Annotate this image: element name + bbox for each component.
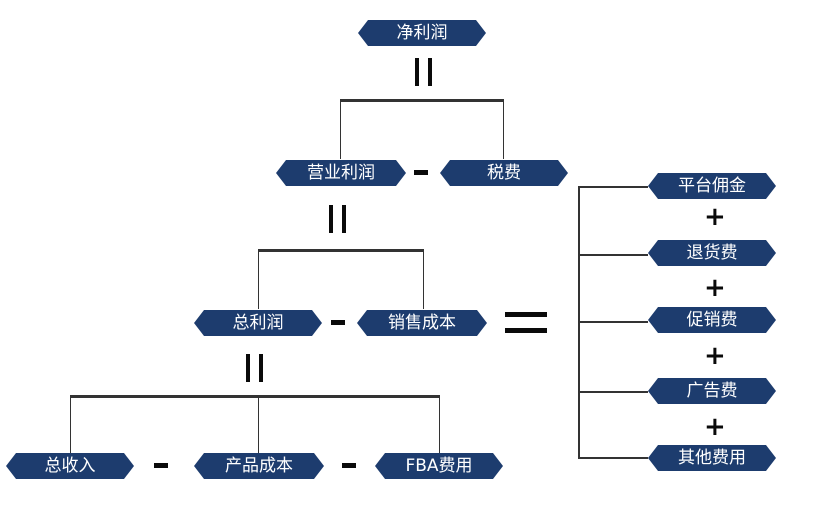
node-tax: 税费 xyxy=(440,160,568,186)
node-product-cost: 产品成本 xyxy=(194,453,324,479)
equals-sign-1-right xyxy=(428,58,432,86)
right-bracket-tick-3 xyxy=(578,321,648,323)
right-bracket-tick-4 xyxy=(578,391,648,393)
node-fba-fee: FBA费用 xyxy=(375,453,503,479)
node-platform-commission: 平台佣金 xyxy=(648,173,776,199)
equals-sign-1-left xyxy=(415,58,419,86)
big-equals-bottom xyxy=(505,328,547,333)
bracket-left-level2 xyxy=(340,99,341,159)
node-return-fee: 退货费 xyxy=(648,240,776,266)
node-operating-profit: 营业利润 xyxy=(276,160,406,186)
bracket-top-level4 xyxy=(70,395,440,398)
minus-sign-level4-a xyxy=(154,463,168,468)
minus-sign-level4-b xyxy=(342,463,356,468)
bracket-mid-level4 xyxy=(258,395,259,453)
node-net-profit: 净利润 xyxy=(358,20,486,46)
bracket-right-level2 xyxy=(503,99,504,159)
node-gross-profit: 总利润 xyxy=(194,310,322,336)
node-total-revenue: 总收入 xyxy=(6,453,134,479)
bracket-left-level4 xyxy=(70,395,71,453)
equals-sign-3-left xyxy=(246,354,250,382)
right-bracket-tick-5 xyxy=(578,457,648,459)
plus-sign-2: + xyxy=(704,273,726,303)
plus-sign-1: + xyxy=(704,202,726,232)
big-equals-top xyxy=(505,312,547,317)
node-sales-cost: 销售成本 xyxy=(357,310,487,336)
plus-sign-3: + xyxy=(704,341,726,371)
equals-sign-2-left xyxy=(329,205,333,233)
plus-sign-4: + xyxy=(704,412,726,442)
bracket-top-level3 xyxy=(258,249,424,252)
bracket-left-level3 xyxy=(258,249,259,309)
node-promotion-fee: 促销费 xyxy=(648,307,776,333)
minus-sign-level3 xyxy=(331,320,345,325)
minus-sign-level2 xyxy=(414,170,428,175)
bracket-right-level3 xyxy=(423,249,424,309)
equals-sign-3-right xyxy=(259,354,263,382)
right-bracket-tick-2 xyxy=(578,254,648,256)
bracket-top-level2 xyxy=(340,99,504,102)
node-other-fee: 其他费用 xyxy=(648,445,776,471)
equals-sign-2-right xyxy=(342,205,346,233)
bracket-right-level4 xyxy=(439,395,440,453)
node-ad-fee: 广告费 xyxy=(648,378,776,404)
right-bracket-tick-1 xyxy=(578,186,648,188)
